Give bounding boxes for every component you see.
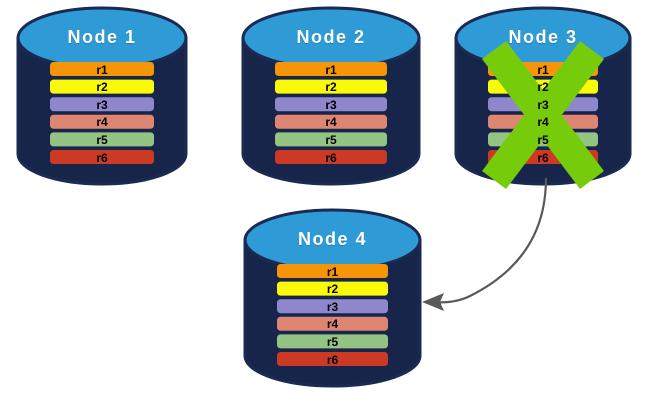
- connector-line: [431, 177, 548, 304]
- cylinder-node-4[interactable]: [243, 208, 422, 388]
- connector-group: [422, 177, 548, 311]
- row-bar-r6[interactable]: [277, 352, 388, 366]
- row-bar-r6[interactable]: [50, 150, 154, 164]
- row-bar-r3[interactable]: [275, 97, 387, 112]
- row-bar-r1[interactable]: [275, 62, 387, 76]
- row-bar-r5[interactable]: [277, 334, 388, 349]
- arrow-node3-to-node4[interactable]: [422, 177, 548, 311]
- row-bar-r6[interactable]: [275, 150, 387, 164]
- row-bar-r4[interactable]: [50, 114, 154, 129]
- row-bar-r3[interactable]: [277, 299, 388, 314]
- row-bar-r2[interactable]: [277, 281, 388, 296]
- row-bar-r2[interactable]: [50, 79, 154, 94]
- row-bar-r1[interactable]: [277, 264, 388, 278]
- row-bar-r2[interactable]: [275, 79, 387, 94]
- nodes-group: [16, 6, 632, 388]
- cylinder-node-2[interactable]: [241, 6, 421, 186]
- row-bar-r5[interactable]: [275, 132, 387, 147]
- cylinder-top-ellipse: [241, 6, 421, 70]
- failure-x-icon-node-3: [482, 40, 604, 190]
- cylinder-node-1[interactable]: [16, 6, 188, 186]
- cylinder-top-ellipse: [243, 208, 422, 272]
- row-bar-r4[interactable]: [275, 114, 387, 129]
- arrowhead-icon: [422, 293, 444, 311]
- row-bar-r4[interactable]: [277, 316, 388, 331]
- row-bar-r3[interactable]: [50, 97, 154, 112]
- row-bar-r5[interactable]: [50, 132, 154, 147]
- cylinder-top-ellipse: [16, 6, 188, 70]
- row-bar-r1[interactable]: [50, 62, 154, 76]
